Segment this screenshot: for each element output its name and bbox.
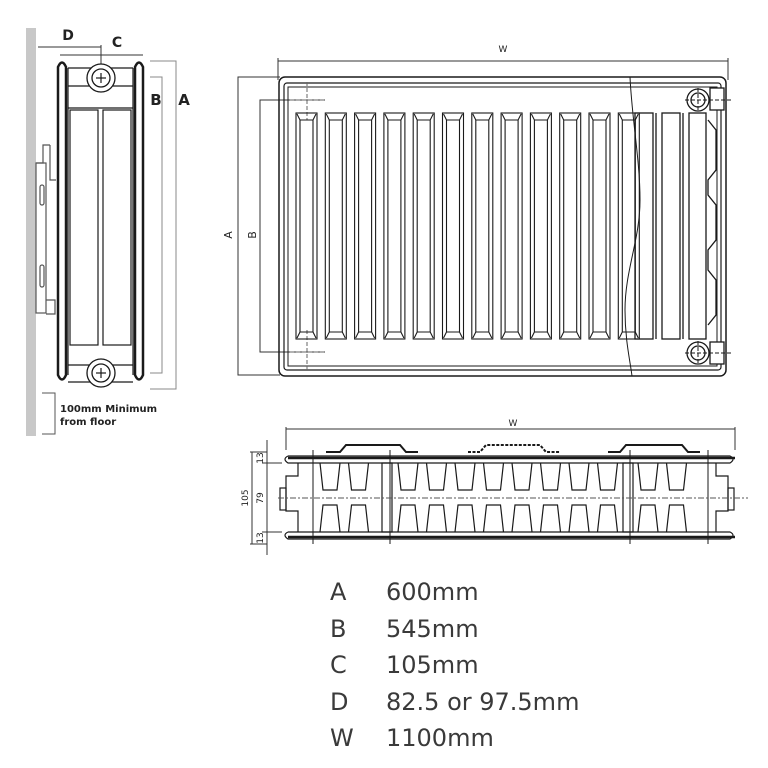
- floor-note-line2: from floor: [60, 417, 116, 428]
- label-w: W: [499, 45, 508, 55]
- dim-total: 105: [241, 489, 251, 506]
- cutaway-line: [624, 76, 641, 377]
- valve-top-icon: [685, 87, 732, 112]
- label-c: C: [112, 35, 122, 51]
- valve-top-icon: [86, 63, 116, 93]
- dimension-b-line: [259, 99, 325, 353]
- center-marks: [290, 82, 324, 370]
- top-grille-covers: [326, 444, 700, 453]
- front-view-drawing: W A B: [222, 45, 732, 377]
- side-view-diagram: D C: [0, 0, 210, 440]
- top-view-drawing: W: [241, 419, 748, 555]
- spec-row-a: A 600mm: [330, 574, 579, 611]
- spec-value: 82.5 or 97.5mm: [386, 687, 580, 716]
- label-d: D: [62, 28, 74, 44]
- radiator-outer-frame: [278, 76, 727, 377]
- dimension-a-line: [150, 60, 177, 390]
- spec-row-c: C 105mm: [330, 647, 579, 684]
- wall: [26, 28, 36, 436]
- dim-bottom: 13: [256, 532, 266, 543]
- spec-value: 105mm: [386, 651, 479, 680]
- label-a: A: [178, 91, 190, 109]
- spec-key: C: [330, 651, 347, 680]
- convector-fins: [319, 462, 688, 533]
- label-b: B: [150, 91, 161, 109]
- dim-middle: 79: [256, 492, 266, 504]
- wall-bracket: [35, 144, 56, 315]
- spec-row-b: B 545mm: [330, 611, 579, 648]
- label-w: W: [509, 419, 518, 429]
- dimension-a-line: [237, 76, 280, 376]
- valve-bottom-icon: [86, 358, 116, 388]
- front-view-diagram: W A B: [220, 30, 760, 390]
- label-a: A: [222, 231, 235, 239]
- front-panel-columns: [295, 112, 640, 340]
- spec-key: A: [330, 578, 347, 607]
- dim-top: 13: [256, 452, 266, 463]
- spec-row-d: D 82.5 or 97.5mm: [330, 684, 579, 721]
- spec-key: D: [330, 687, 349, 716]
- label-b: B: [246, 231, 259, 239]
- cutaway-convector-panels: [634, 112, 717, 340]
- spec-key: B: [330, 614, 347, 643]
- spec-value: 600mm: [386, 578, 479, 607]
- dimension-b-line: [150, 76, 163, 374]
- floor-note-line1: 100mm Minimum: [60, 404, 157, 415]
- spec-table: A 600mm B 545mm C 105mm D 82.5 or 97.5mm…: [330, 574, 579, 757]
- spec-key: W: [330, 724, 354, 753]
- valve-bottom-icon: [685, 341, 732, 365]
- floor-clearance-line: [42, 392, 56, 435]
- spec-value: 545mm: [386, 614, 479, 643]
- top-view-diagram: W: [230, 410, 768, 560]
- spec-value: 1100mm: [386, 724, 494, 753]
- side-view-drawing: D C: [26, 28, 190, 436]
- radiator-side-profile: [56, 61, 145, 383]
- spec-row-w: W 1100mm: [330, 720, 579, 757]
- depth-dimensions: [250, 440, 282, 555]
